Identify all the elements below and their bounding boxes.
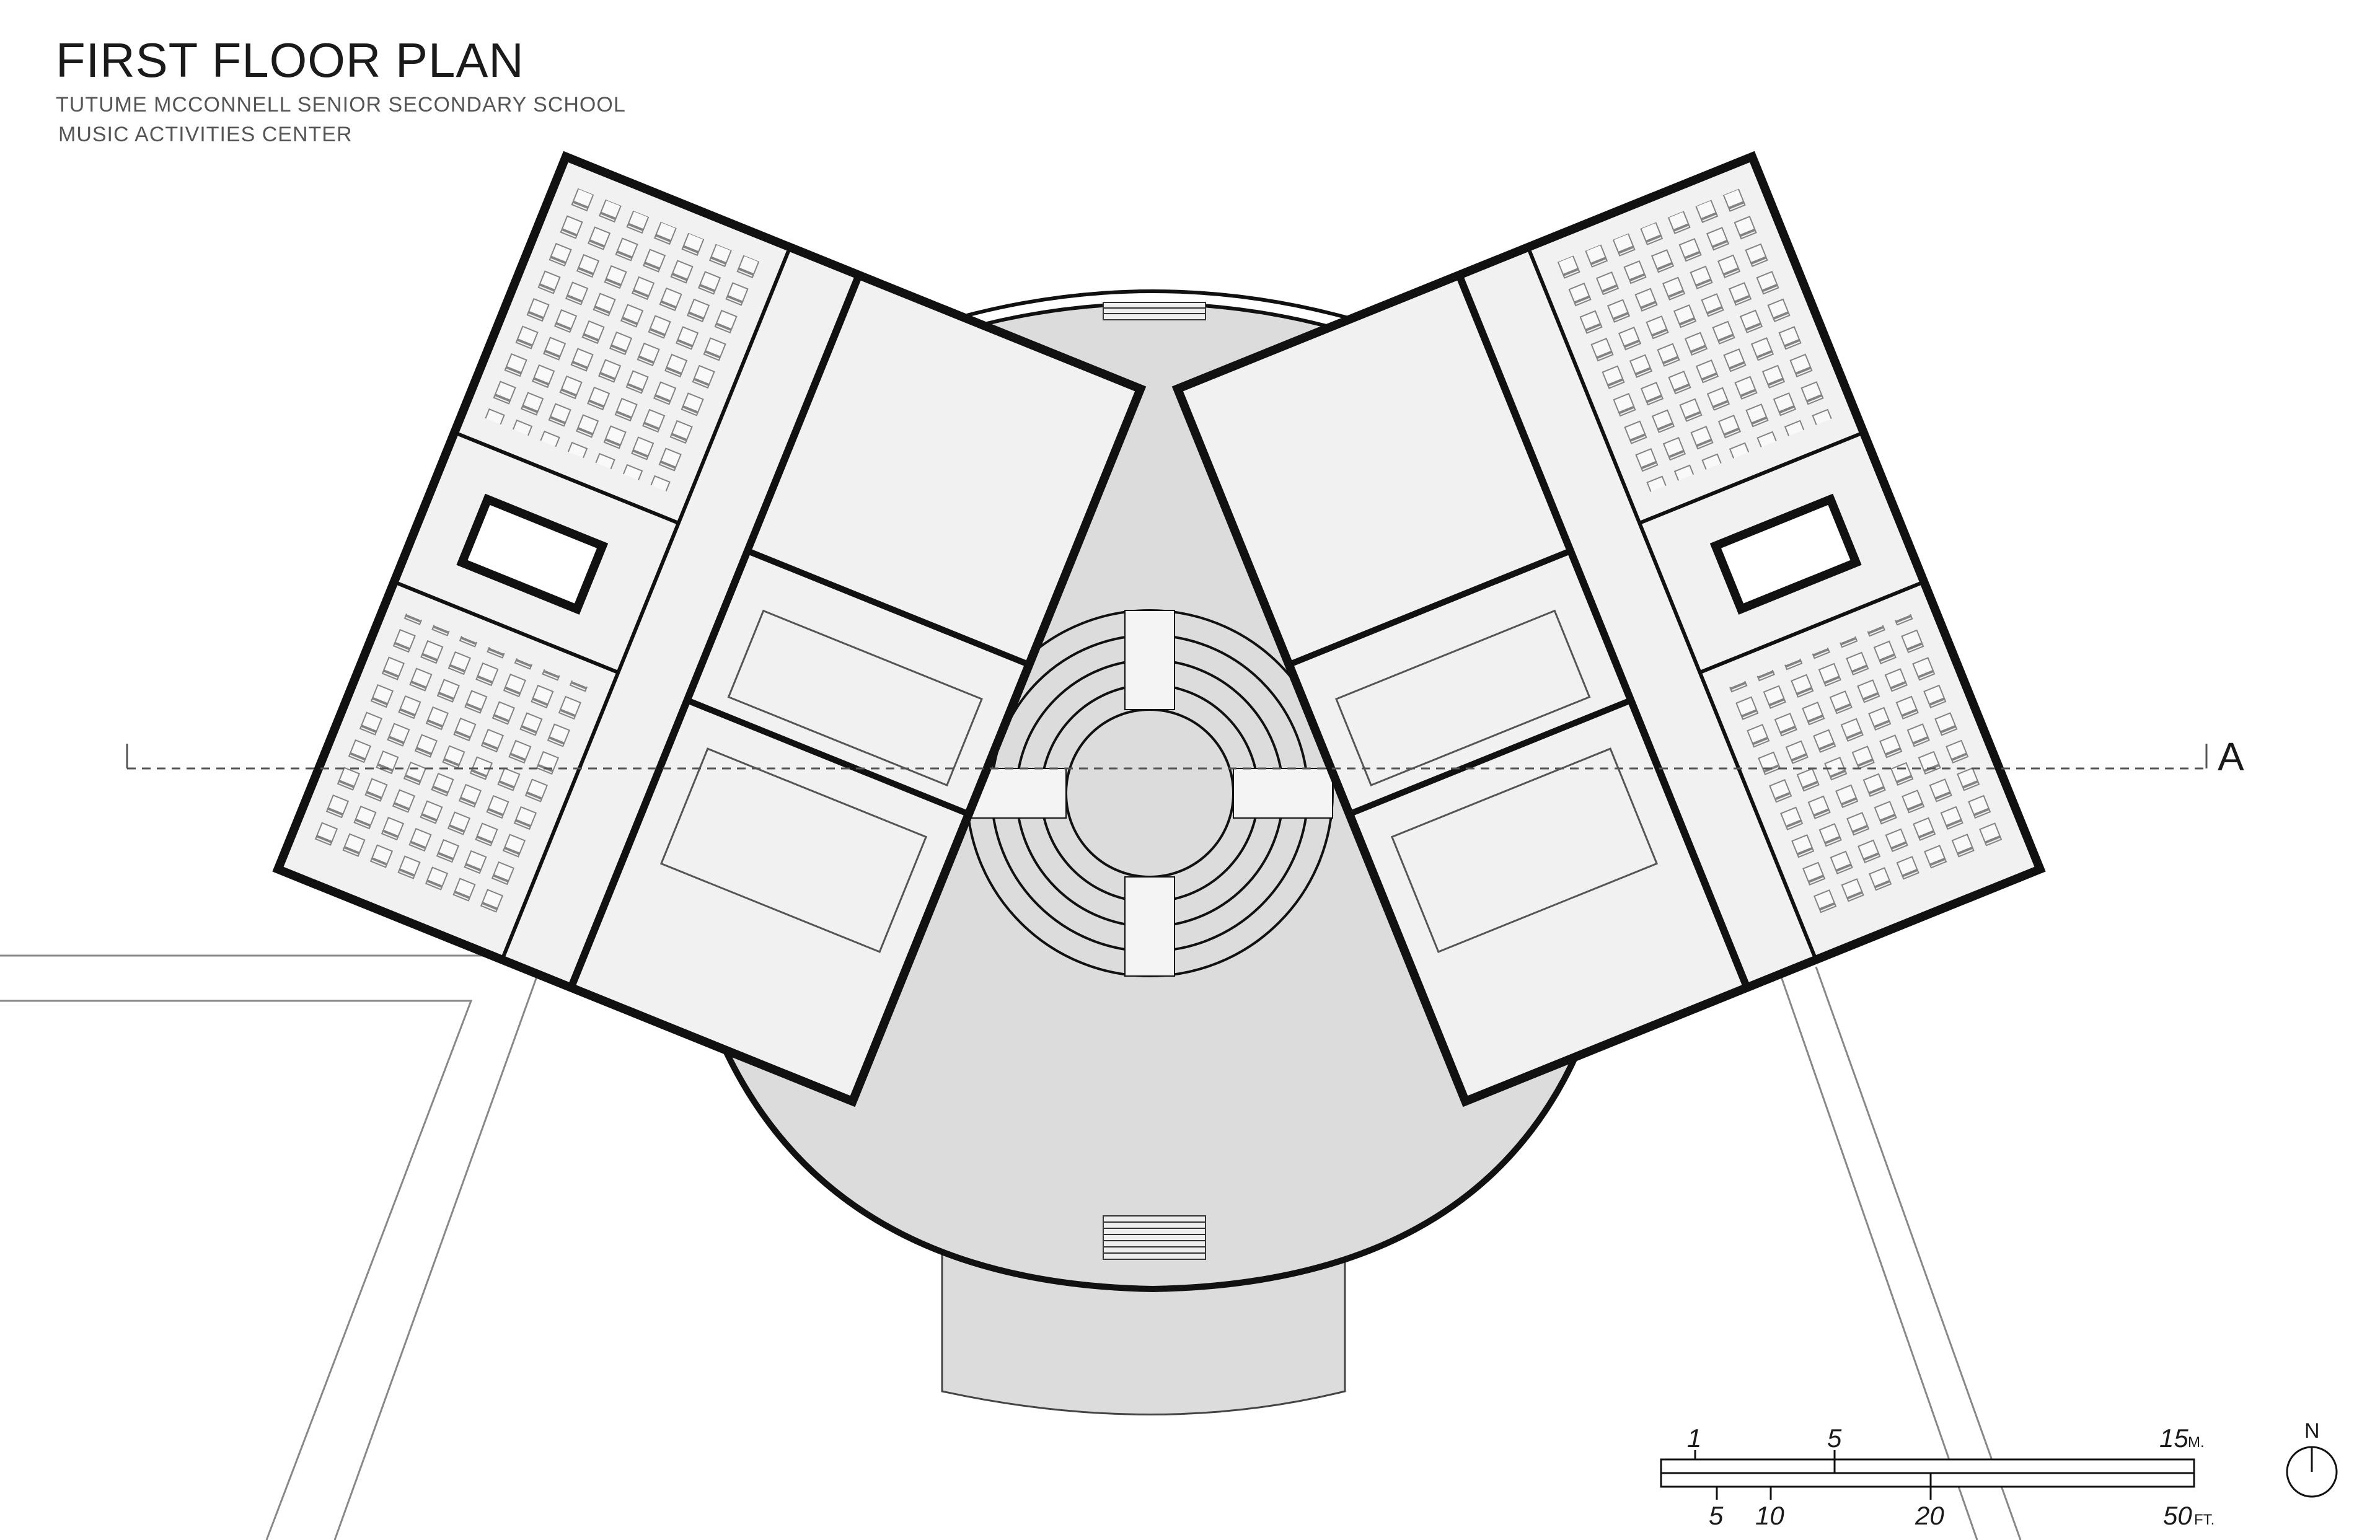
scale-ft-tick-20: 20 bbox=[1915, 1501, 1944, 1530]
north-arrow-icon: N bbox=[2286, 1419, 2338, 1498]
scale-ft-end: 50 bbox=[2163, 1501, 2192, 1530]
scale-bar: 1 5 15 M. 5 10 20 50 FT. bbox=[1660, 1423, 2215, 1530]
steps-south bbox=[1103, 1215, 1206, 1260]
scale-metric-unit: M. bbox=[2188, 1434, 2205, 1451]
scale-metric-tick-1: 1 bbox=[1687, 1423, 1701, 1453]
building-name: MUSIC ACTIVITIES CENTER bbox=[58, 123, 353, 146]
section-marker: A bbox=[2218, 734, 2244, 779]
school-name: TUTUME MCCONNELL SENIOR SECONDARY SCHOOL bbox=[56, 93, 626, 117]
right-wing bbox=[1171, 151, 2046, 1107]
scale-ft-tick-5: 5 bbox=[1709, 1501, 1724, 1530]
scale-metric-end: 15 bbox=[2159, 1423, 2188, 1453]
drawing-title: FIRST FLOOR PLAN bbox=[56, 33, 524, 87]
scale-ft-tick-10: 10 bbox=[1755, 1501, 1784, 1530]
amphitheatre-aisles bbox=[966, 610, 1333, 977]
scale-ft-unit: FT. bbox=[2194, 1511, 2215, 1528]
north-label: N bbox=[2304, 1419, 2320, 1443]
left-wing bbox=[272, 151, 1147, 1107]
hall-curved-wall bbox=[707, 1012, 1596, 1293]
scale-metric-tick-5: 5 bbox=[1827, 1423, 1842, 1453]
site-paths bbox=[0, 954, 2022, 1540]
steps-north bbox=[1103, 302, 1206, 320]
